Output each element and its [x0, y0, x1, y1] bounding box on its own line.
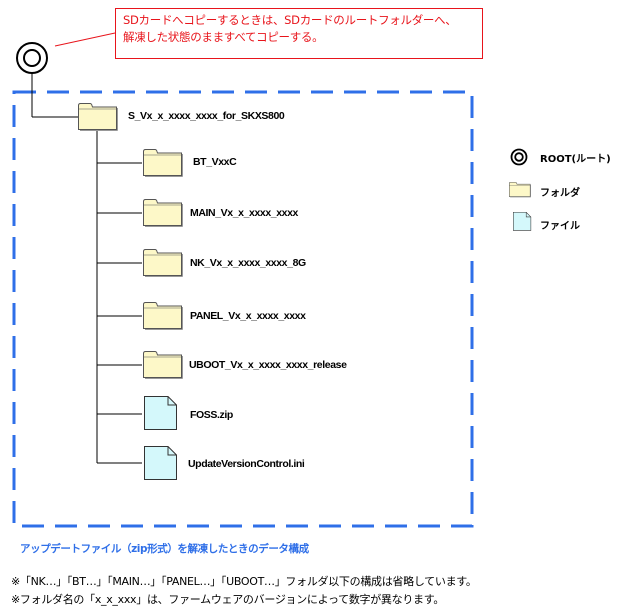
folder-icon [143, 149, 183, 177]
folder-icon [143, 302, 183, 330]
legend-folder-label: フォルダ [540, 188, 580, 199]
file-label-foss: FOSS.zip [190, 409, 233, 421]
legend-root-icon [510, 148, 528, 166]
folder-label-nk: NK_Vx_x_xxxx_xxxx_8G [190, 257, 306, 269]
note-1: ※「NK…」「BT…」「MAIN…」「PANEL…」「UBOOT…」フォルダ以下… [11, 575, 477, 588]
top-folder-label: S_Vx_x_xxxx_xxxx_for_SKXS800 [128, 110, 285, 122]
callout-leader-line [54, 32, 116, 47]
legend-file-icon [513, 211, 532, 231]
legend-folder-icon [508, 181, 531, 198]
folder-label-main: MAIN_Vx_x_xxxx_xxxx [190, 207, 298, 219]
root-icon [16, 42, 48, 74]
note-2: ※フォルダ名の「x_x_xxx」は、ファームウェアのバージョンによって数字が異な… [11, 593, 445, 606]
file-icon [144, 446, 177, 480]
folder-icon [143, 249, 183, 277]
folder-icon [78, 103, 118, 131]
folder-label-uboot: UBOOT_Vx_x_xxxx_xxxx_release [189, 359, 347, 371]
folder-label-bt: BT_VxxC [193, 156, 237, 168]
callout-line-2: 解凍した状態のまますべてコピーする。 [123, 30, 324, 44]
folder-icon [143, 199, 183, 227]
callout-note: SDカードへコピーするときは、SDカードのルートフォルダーへ、 解凍した状態のま… [115, 8, 483, 59]
file-icon [144, 396, 177, 430]
folder-icon [143, 351, 183, 379]
legend-root-label: ROOT(ルート) [540, 154, 611, 165]
dashed-boundary-box [12, 90, 474, 528]
callout-line-1: SDカードへコピーするときは、SDカードのルートフォルダーへ、 [123, 13, 457, 27]
legend-file-label: ファイル [540, 221, 580, 232]
tree-connectors [31, 73, 142, 464]
diagram-caption: アップデートファイル（zip形式）を解凍したときのデータ構成 [20, 543, 309, 555]
file-label-updateversioncontrol: UpdateVersionControl.ini [188, 458, 305, 470]
folder-label-panel: PANEL_Vx_x_xxxx_xxxx [190, 310, 306, 322]
